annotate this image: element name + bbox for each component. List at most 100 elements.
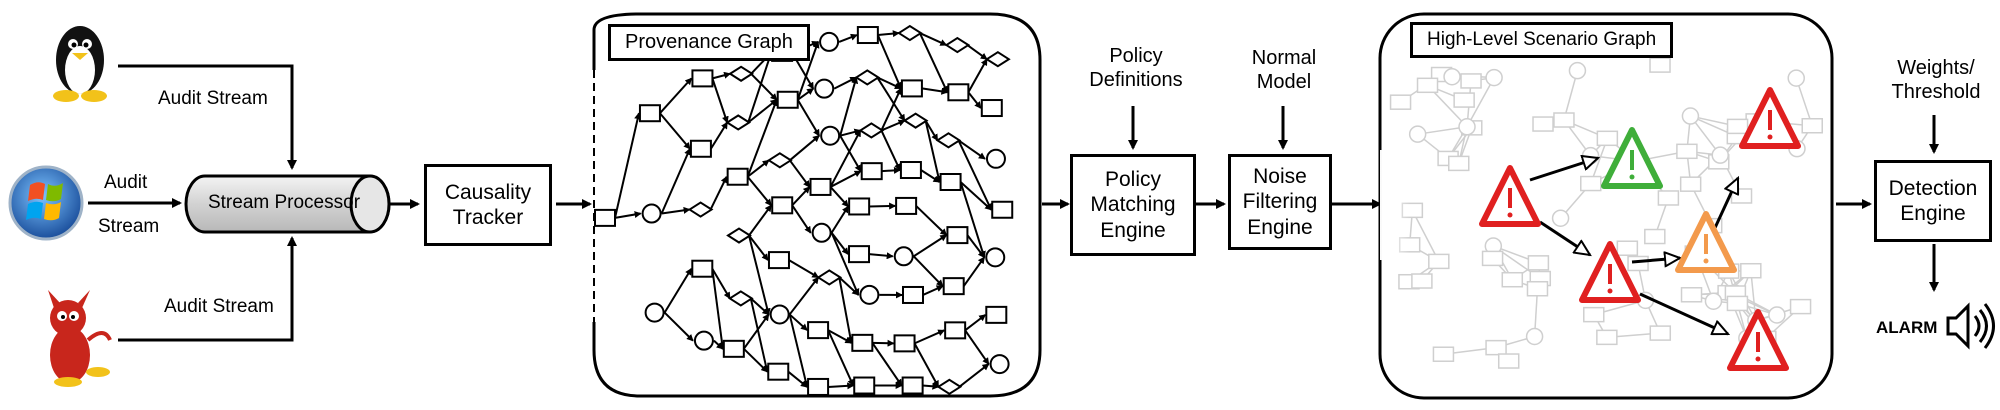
- provenance-edge: [827, 329, 853, 344]
- provenance-node: [767, 251, 790, 270]
- scenario-bg-node: [1730, 188, 1753, 204]
- provenance-node: [641, 203, 662, 224]
- stream-processor-label: Stream Processor: [207, 192, 361, 213]
- scenario-bg-node: [1526, 280, 1549, 297]
- provenance-edge: [876, 76, 902, 90]
- alert-triangle-orange: [1675, 211, 1737, 273]
- provenance-node: [725, 114, 752, 131]
- provenance-edge: [876, 76, 906, 122]
- provenance-node: [947, 83, 970, 102]
- audit-stream-arrows: [88, 64, 297, 342]
- provenance-node: [936, 378, 963, 395]
- normal-model-label: Normal Model: [1251, 47, 1317, 93]
- provenance-edge: [748, 204, 773, 237]
- policy-matching-engine-label: Policy Matching Engine: [1090, 168, 1176, 242]
- provenance-node: [767, 362, 790, 381]
- provenance-edge: [743, 348, 768, 373]
- provenance-edge: [747, 159, 770, 178]
- provenance-edge: [914, 329, 946, 345]
- alert-triangle-red-3: [1739, 87, 1801, 149]
- provenance-edge: [710, 121, 729, 150]
- audit-stream-label-middle-1: Audit: [104, 172, 148, 193]
- freebsd-daemon-icon: [48, 290, 112, 387]
- provenance-edge: [871, 342, 903, 387]
- provenance-node: [854, 69, 881, 86]
- provenance-node: [859, 284, 880, 305]
- provenance-edge: [789, 134, 820, 162]
- provenance-edge: [661, 206, 691, 215]
- provenance-node: [594, 208, 617, 227]
- provenance-edge: [748, 235, 771, 316]
- provenance-edge: [796, 40, 820, 101]
- provenance-node: [638, 104, 661, 123]
- provenance-node: [991, 200, 1014, 219]
- provenance-edge: [787, 370, 808, 388]
- provenance-node: [851, 333, 874, 352]
- provenance-node: [807, 321, 830, 340]
- provenance-node: [766, 152, 793, 169]
- noise-filtering-engine-label: Noise Filtering Engine: [1242, 165, 1318, 239]
- provenance-edge: [868, 252, 894, 260]
- scenario-bg-node: [1644, 228, 1666, 245]
- provenance-edge: [791, 186, 811, 207]
- provenance-edge: [921, 87, 949, 95]
- scenario-bg-node: [1740, 262, 1762, 279]
- provenance-node: [726, 167, 749, 186]
- provenance-edge: [838, 277, 854, 344]
- scenario-bg-node: [1453, 92, 1475, 108]
- scenario-bg-node: [1679, 176, 1702, 192]
- provenance-edge: [839, 76, 859, 136]
- provenance-edge: [876, 34, 902, 90]
- provenance-edge: [749, 298, 770, 373]
- provenance-node: [726, 227, 752, 244]
- provenance-edge: [830, 170, 862, 188]
- provenance-edge: [957, 139, 986, 160]
- provenance-node: [893, 246, 914, 267]
- provenance-edge: [830, 232, 860, 296]
- scenario-bg-node: [1787, 69, 1805, 87]
- scenario-bg-node: [1525, 327, 1544, 346]
- provenance-edge: [789, 159, 811, 188]
- scenario-bg-node: [1704, 292, 1723, 310]
- provenance-node: [901, 376, 924, 395]
- provenance-edge: [920, 169, 941, 183]
- provenance-node: [939, 173, 962, 192]
- linux-tux-icon: [53, 26, 107, 102]
- provenance-edge: [918, 32, 949, 94]
- provenance-edge: [880, 130, 901, 171]
- provenance-node: [776, 90, 799, 109]
- provenance-node: [985, 247, 1006, 268]
- audit-stream-label-top: Audit Stream: [158, 88, 268, 109]
- provenance-edge: [788, 276, 820, 316]
- scenario-bg-node: [1485, 68, 1503, 87]
- provenance-edge: [791, 204, 812, 234]
- provenance-edge: [880, 119, 906, 132]
- provenance-edge: [660, 147, 691, 214]
- provenance-edge: [713, 339, 724, 350]
- scenario-bg-node: [1532, 116, 1554, 132]
- provenance-edge: [924, 120, 942, 183]
- provenance-edge: [924, 120, 939, 142]
- provenance-edge: [913, 234, 948, 258]
- provenance-node: [944, 321, 967, 340]
- provenance-edge: [746, 176, 772, 207]
- provenance-edge: [967, 91, 982, 109]
- provenance-edge: [966, 44, 988, 61]
- provenance-edge: [964, 314, 987, 332]
- provenance-edge: [659, 112, 691, 150]
- provenance-edge: [746, 98, 778, 178]
- scenario-bg-node: [1389, 94, 1412, 110]
- provenance-node: [769, 304, 790, 325]
- provenance-node: [819, 31, 840, 52]
- scenario-bg-node: [1416, 77, 1439, 94]
- provenance-edge: [957, 139, 993, 211]
- provenance-node: [942, 277, 965, 296]
- provenance-node: [809, 177, 832, 196]
- provenance-node: [900, 79, 923, 98]
- scenario-bg-node: [1649, 57, 1671, 73]
- provenance-edge: [747, 51, 773, 123]
- scenario-bg-node: [1408, 125, 1427, 143]
- scenario-bg-node: [1768, 306, 1786, 324]
- scenario-bg-node: [1596, 130, 1619, 147]
